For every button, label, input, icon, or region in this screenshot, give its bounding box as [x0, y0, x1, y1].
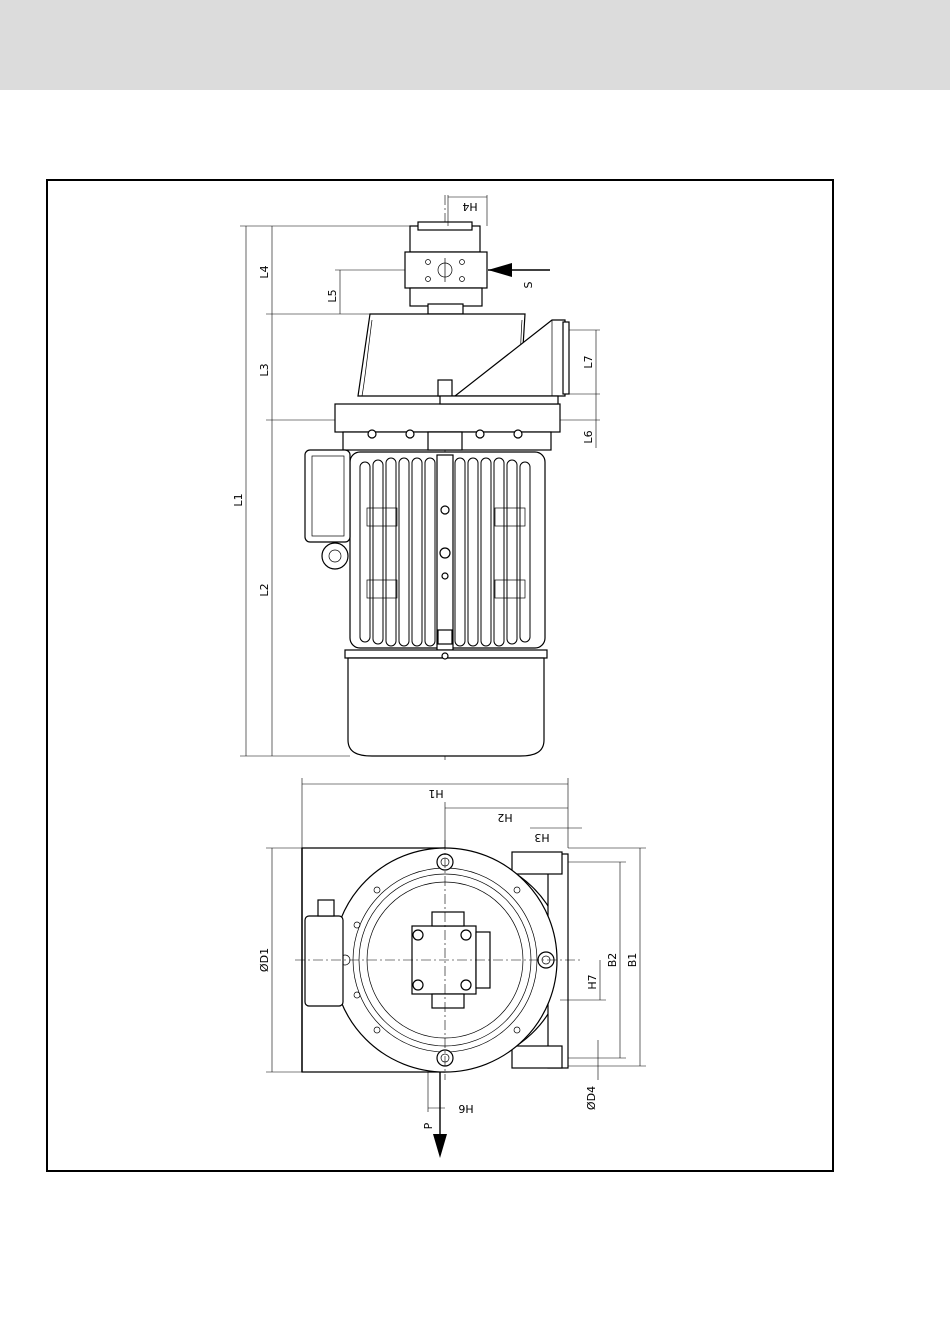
pump-block — [405, 252, 487, 288]
lifting-eye — [322, 543, 348, 569]
fan-cover — [348, 658, 544, 756]
label-L2: L2 — [258, 583, 271, 596]
pressure-arrow-head — [433, 1134, 447, 1158]
terminal-box-top — [305, 916, 343, 1006]
label-H1: H1 — [428, 787, 443, 800]
label-D1: ØD1 — [258, 948, 271, 972]
pump-flange — [410, 288, 482, 306]
top-view: H1 H2 H3 ØD1 B1 B2 H7 ØD4 H6 P — [258, 778, 646, 1158]
label-L7: L7 — [582, 355, 595, 368]
label-L5: L5 — [326, 289, 339, 302]
label-D4: ØD4 — [585, 1086, 598, 1110]
side-view: L1 L4 L3 L2 L5 H4 S L7 L6 — [232, 195, 600, 760]
coupling-cap — [418, 222, 472, 230]
label-H6: H6 — [458, 1102, 473, 1115]
label-B1: B1 — [626, 953, 639, 968]
label-B2: B2 — [606, 953, 619, 968]
label-S: S — [522, 281, 535, 288]
label-L3: L3 — [258, 363, 271, 376]
label-L4: L4 — [258, 265, 271, 278]
base-plate — [335, 404, 560, 432]
suction-arrow-head — [488, 263, 512, 277]
label-P: P — [422, 1122, 435, 1129]
label-H7: H7 — [586, 974, 599, 989]
label-L1: L1 — [232, 493, 245, 506]
label-L6: L6 — [582, 430, 595, 443]
label-H4: H4 — [462, 200, 477, 213]
label-H2: H2 — [497, 811, 512, 824]
label-H3: H3 — [534, 831, 549, 844]
